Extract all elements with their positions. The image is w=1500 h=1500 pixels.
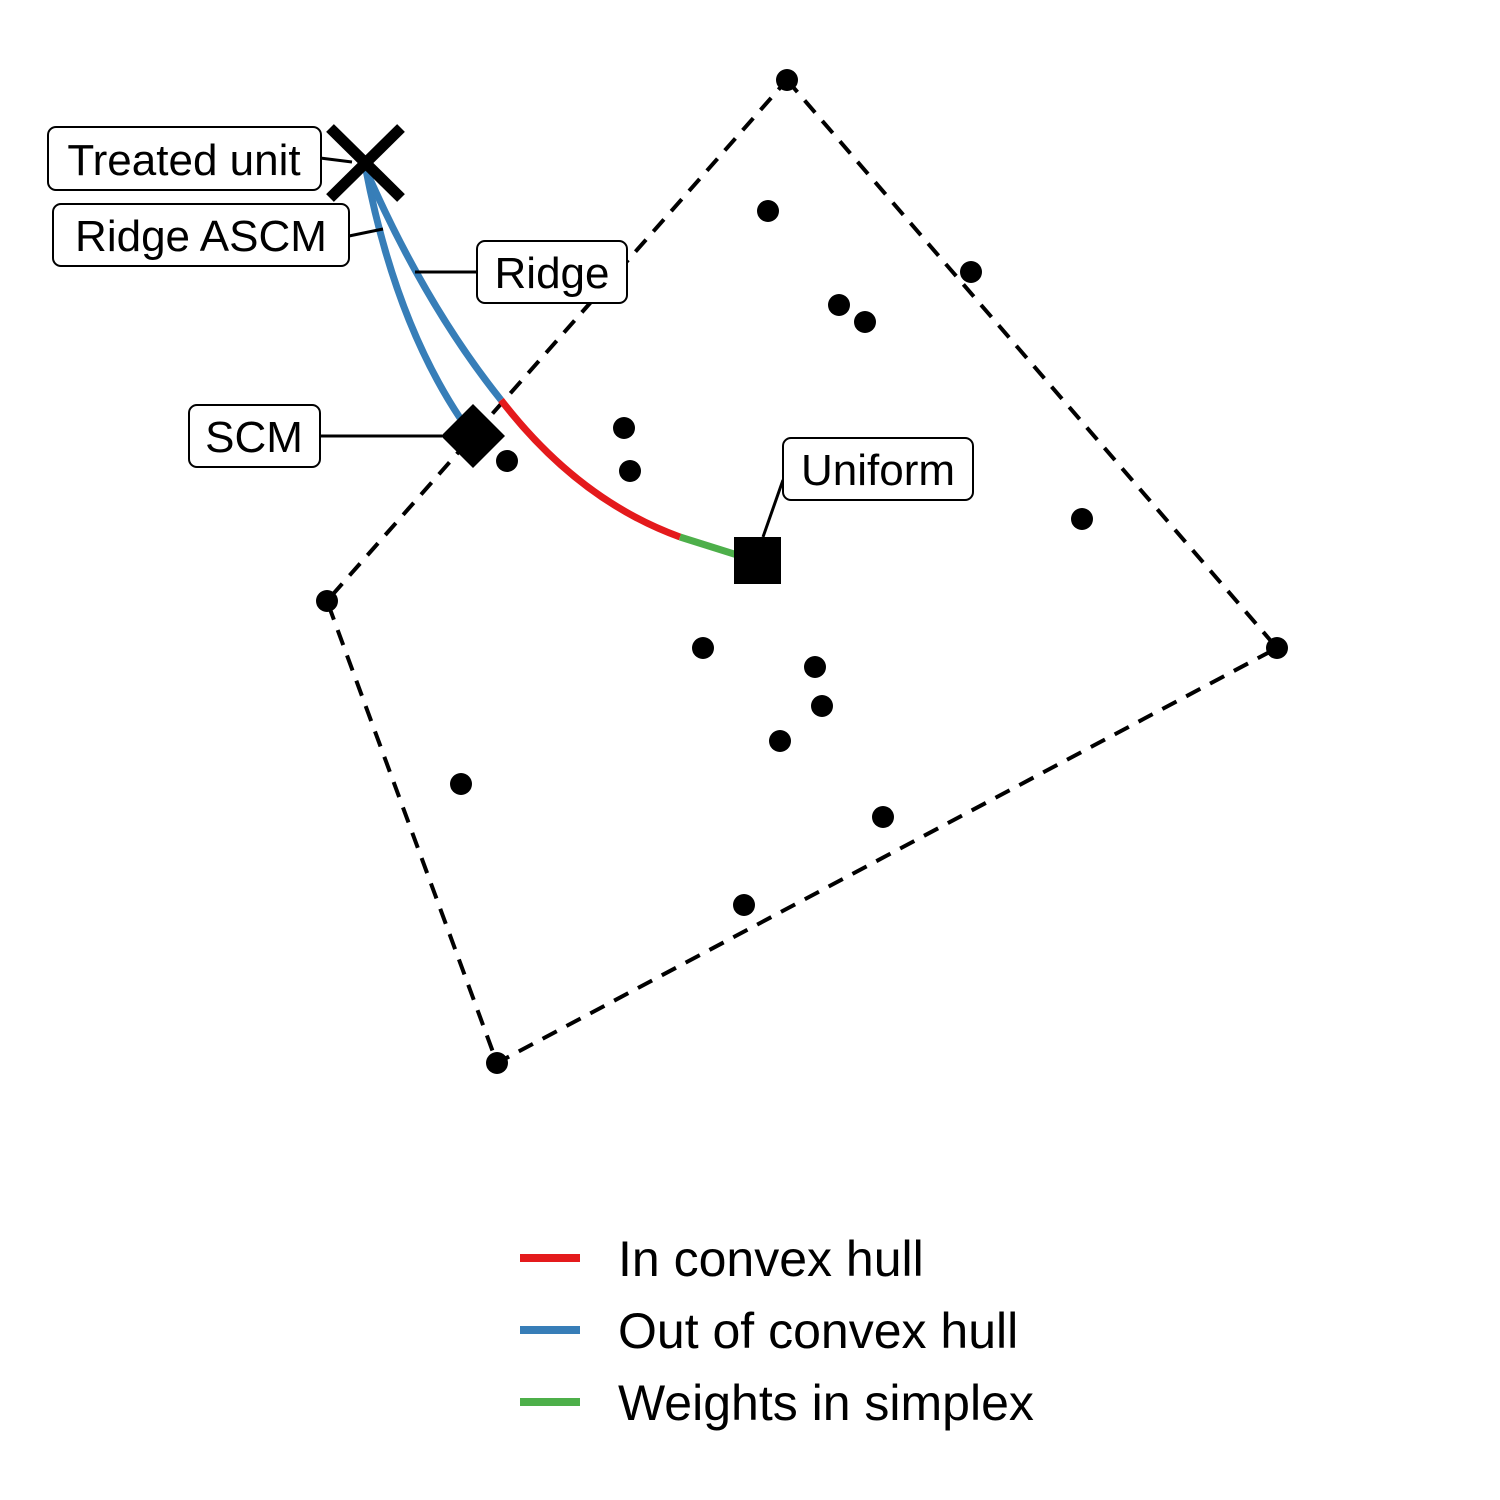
label-treated-unit: Treated unit <box>47 126 322 191</box>
donor-point <box>316 590 338 612</box>
legend-item-out-of-convex-hull: Out of convex hull <box>520 1303 1018 1359</box>
donor-point <box>804 656 826 678</box>
donor-point <box>776 69 798 91</box>
label-ridge: Ridge <box>476 240 628 304</box>
donor-point <box>450 773 472 795</box>
donor-point <box>733 894 755 916</box>
legend-item-in-convex-hull: In convex hull <box>520 1231 924 1287</box>
donor-point <box>757 200 779 222</box>
ridge-path-in-hull <box>498 397 682 541</box>
donor-point <box>769 730 791 752</box>
donor-point <box>692 637 714 659</box>
legend: In convex hull Out of convex hull Weight… <box>520 1231 1034 1431</box>
square-icon <box>734 537 781 584</box>
legend-item-weights-in-simplex: Weights in simplex <box>520 1375 1034 1431</box>
legend-label: Weights in simplex <box>618 1375 1034 1431</box>
donor-point <box>1071 508 1093 530</box>
label-scm: SCM <box>188 404 321 468</box>
ridge-ascm-path <box>362 169 463 420</box>
diamond-icon <box>441 404 505 468</box>
donor-point <box>960 261 982 283</box>
label-uniform-text: Uniform <box>801 446 955 495</box>
donor-point <box>811 695 833 717</box>
donor-points <box>316 69 1288 1074</box>
legend-label: Out of convex hull <box>618 1303 1018 1359</box>
donor-point <box>1266 637 1288 659</box>
donor-point <box>486 1052 508 1074</box>
donor-point <box>613 417 635 439</box>
donor-point <box>872 806 894 828</box>
label-ridge-text: Ridge <box>495 249 610 298</box>
label-ridge-ascm-text: Ridge ASCM <box>75 212 327 261</box>
donor-point <box>619 460 641 482</box>
donor-point <box>828 294 850 316</box>
label-treated-unit-text: Treated unit <box>67 136 300 185</box>
ridge-path-out-of-hull <box>362 168 504 403</box>
x-cross-icon <box>326 124 405 202</box>
label-ridge-ascm: Ridge ASCM <box>52 203 350 267</box>
label-scm-text: SCM <box>205 413 303 462</box>
label-uniform: Uniform <box>782 437 974 501</box>
legend-label: In convex hull <box>618 1231 924 1287</box>
label-leaders <box>319 156 785 538</box>
donor-point <box>496 450 518 472</box>
donor-point <box>854 311 876 333</box>
convex-hull-boundary <box>324 76 1281 1066</box>
